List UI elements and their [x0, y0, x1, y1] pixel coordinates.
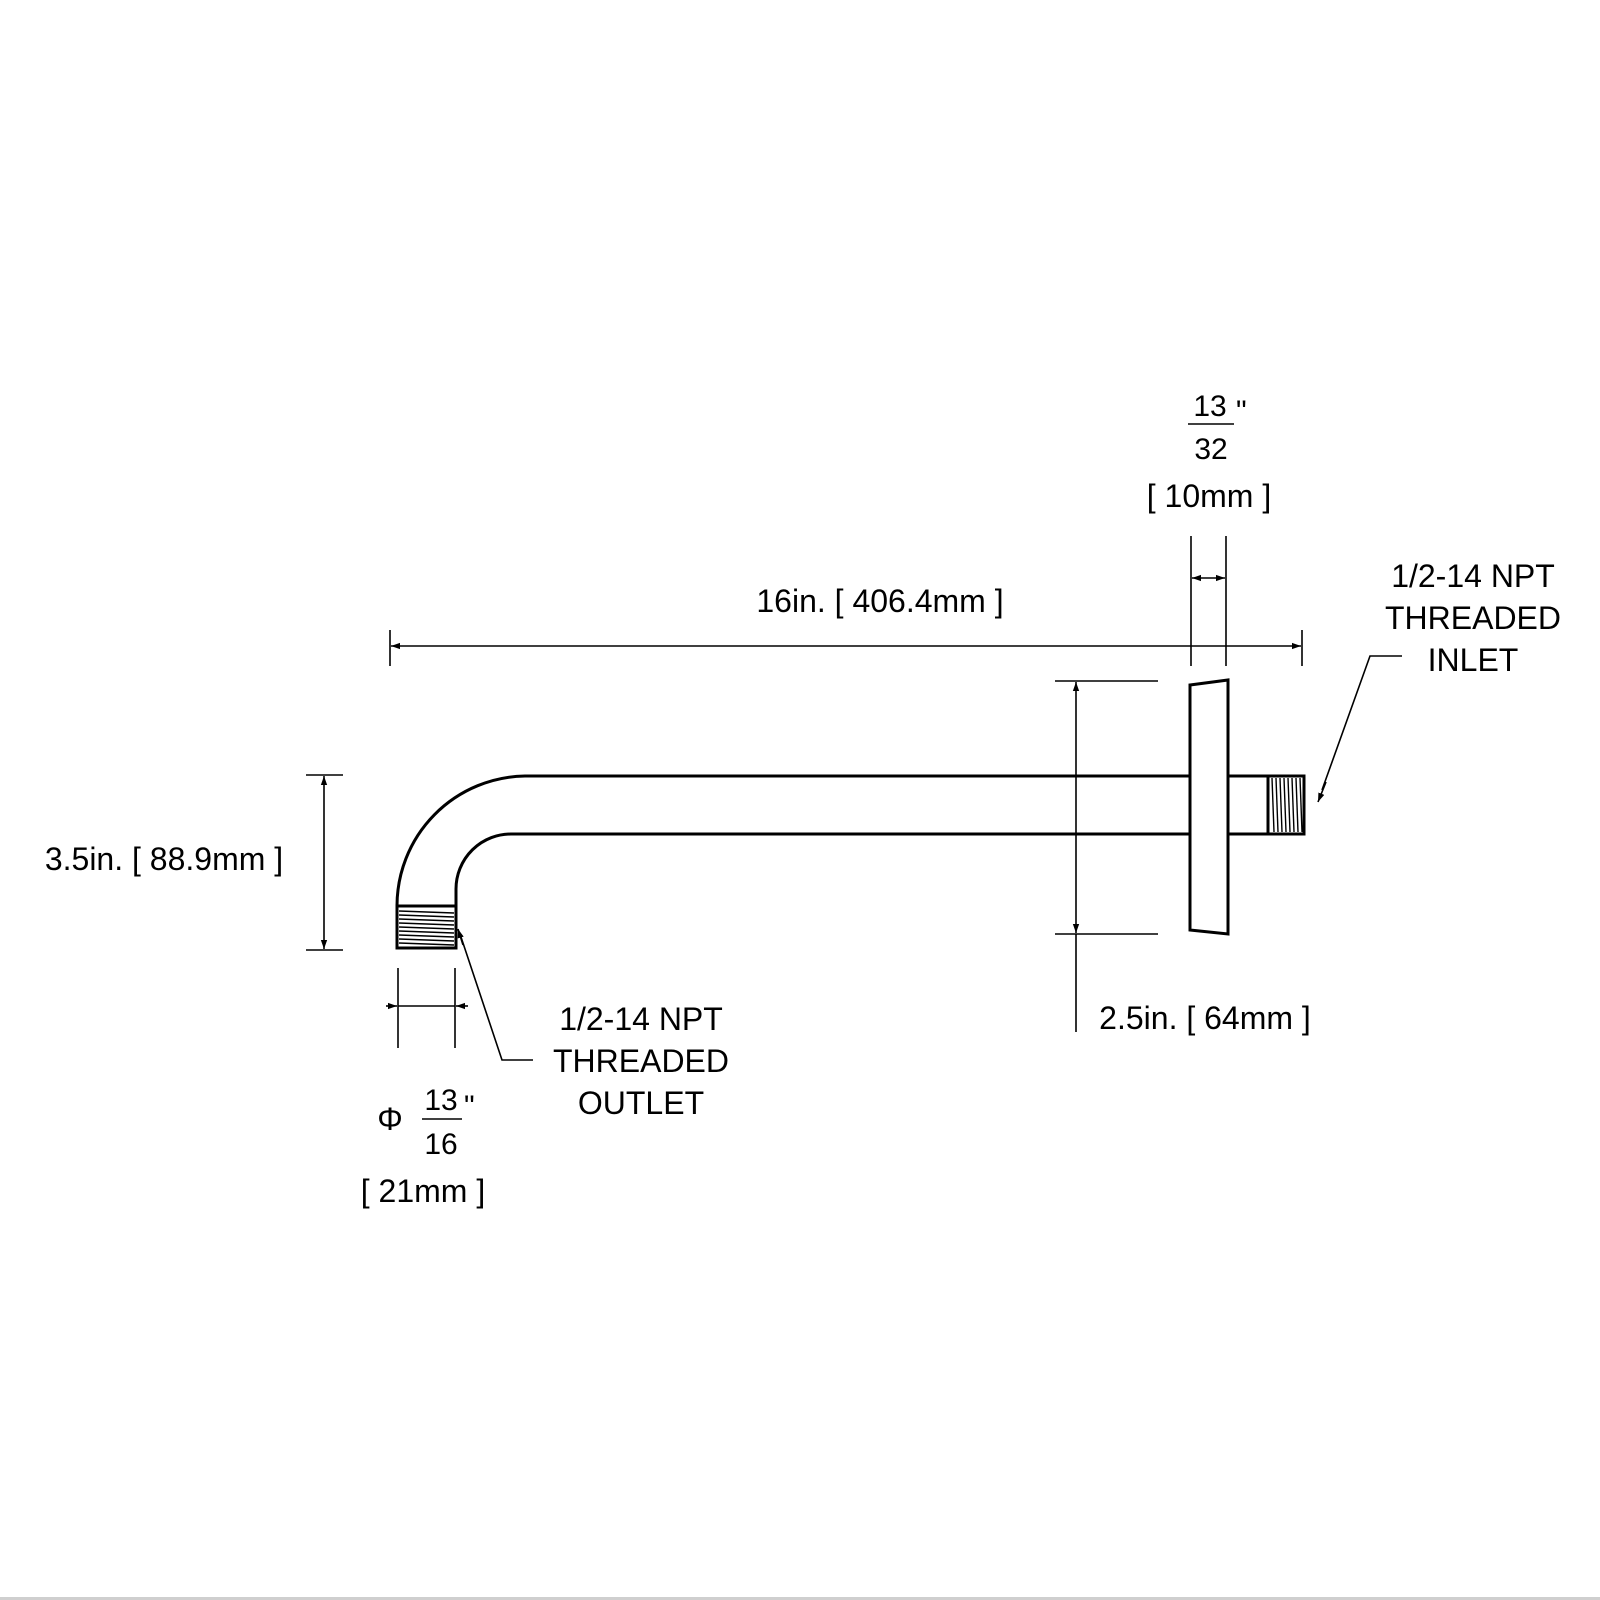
- inlet-thread-line: [1283, 777, 1287, 833]
- inlet-callout-arrow: [1317, 781, 1327, 803]
- outlet-callout-arrow: [457, 928, 464, 946]
- inlet-thread-line: [1275, 777, 1279, 833]
- inlet-callout-line-1: 1/2-14 NPT: [1391, 558, 1555, 594]
- drop-dimension: 3.5in. [ 88.9mm ]: [45, 774, 343, 951]
- outlet-thread-line: [398, 938, 455, 942]
- outlet-callout: 1/2-14 NPT THREADED OUTLET: [457, 928, 729, 1121]
- outlet-thread-line: [398, 922, 455, 926]
- outlet-thread-line: [398, 930, 455, 934]
- arm-inner-edge: [454, 832, 1190, 906]
- inlet-callout-line-3: INLET: [1428, 642, 1519, 678]
- outlet-thread-line: [398, 926, 455, 930]
- inlet-callout-line-2: THREADED: [1385, 600, 1561, 636]
- outlet-thread-line: [398, 914, 455, 918]
- outlet-callout-leader: [459, 933, 533, 1061]
- drop-label: 3.5in. [ 88.9mm ]: [45, 841, 283, 877]
- arm-outer-edge: [395, 774, 1190, 912]
- outlet-diameter-symbol: Φ: [377, 1101, 403, 1137]
- flange-thickness-metric: [ 10mm ]: [1147, 478, 1271, 514]
- inlet-thread-line: [1295, 777, 1299, 833]
- flange-thickness-inch-mark: ": [1236, 395, 1247, 428]
- flange-diameter-label: 2.5in. [ 64mm ]: [1099, 1000, 1311, 1036]
- outlet-threads: [398, 910, 455, 946]
- outlet-diameter-inch-mark: ": [464, 1090, 475, 1123]
- outlet-diameter-dimension: Φ 13 " 16 [ 21mm ]: [361, 968, 485, 1209]
- inlet-thread-line: [1271, 777, 1275, 833]
- flange-thickness-denominator: 32: [1194, 433, 1227, 466]
- shower-arm: [395, 678, 1306, 950]
- outlet-callout-line-3: OUTLET: [578, 1085, 704, 1121]
- inlet-threads: [1271, 777, 1303, 833]
- inlet-thread-line: [1299, 777, 1303, 833]
- inlet-thread-line: [1287, 777, 1291, 833]
- wall-flange: [1188, 678, 1230, 936]
- length-label: 16in. [ 406.4mm ]: [756, 583, 1003, 619]
- outlet-diameter-numerator: 13: [424, 1084, 457, 1117]
- inlet-callout: 1/2-14 NPT THREADED INLET: [1317, 558, 1561, 803]
- outlet-thread-body: [395, 904, 458, 950]
- outlet-thread-line: [398, 934, 455, 938]
- outlet-callout-line-2: THREADED: [553, 1043, 729, 1079]
- outlet-thread-line: [398, 910, 455, 914]
- length-dimension: 16in. [ 406.4mm ]: [389, 583, 1303, 666]
- outlet-thread-line: [398, 918, 455, 922]
- outlet-diameter-metric: [ 21mm ]: [361, 1173, 485, 1209]
- outlet-diameter-denominator: 16: [424, 1128, 457, 1161]
- inlet-thread-line: [1291, 777, 1295, 833]
- flange-thickness-numerator: 13: [1193, 390, 1226, 423]
- flange-diameter-dimension: 2.5in. [ 64mm ]: [1055, 680, 1311, 1036]
- bottom-border: [0, 1597, 1600, 1600]
- outlet-callout-line-1: 1/2-14 NPT: [559, 1001, 723, 1037]
- outlet-thread-line: [398, 942, 455, 946]
- inlet-nipple: [1228, 774, 1268, 836]
- inlet-callout-leader: [1321, 655, 1402, 791]
- inlet-thread-line: [1279, 777, 1283, 833]
- inlet-thread-body: [1266, 774, 1306, 836]
- flange-thickness-dimension: 13 " 32 [ 10mm ]: [1147, 390, 1271, 666]
